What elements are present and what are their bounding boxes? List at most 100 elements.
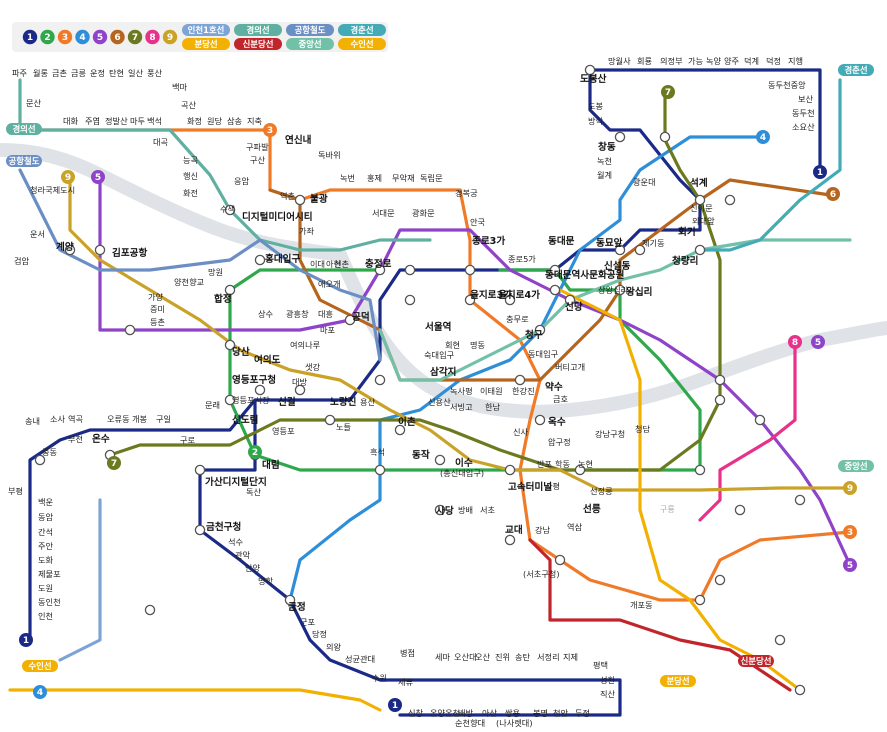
- station-label-geumcheon[interactable]: 금천구청: [206, 521, 241, 533]
- legend-line-badge[interactable]: 경춘선: [338, 24, 386, 36]
- station-label-wondang[interactable]: 원당: [207, 116, 223, 126]
- station-label-mapo[interactable]: 마포: [320, 325, 336, 335]
- station-label-geumreung[interactable]: 금릉: [71, 68, 87, 78]
- station-label-yongsan[interactable]: 용산: [360, 397, 376, 407]
- transfer-station-marker[interactable]: [549, 284, 561, 296]
- station-label-dongmyo[interactable]: 동묘앞: [596, 237, 623, 249]
- legend-line-badge[interactable]: 중앙선: [286, 38, 334, 50]
- station-label-ilsan[interactable]: 일산: [128, 68, 144, 78]
- station-label-euljiro4ga[interactable]: 을지로4가: [498, 289, 540, 301]
- station-label-geumho[interactable]: 금호: [553, 394, 569, 404]
- transfer-station-marker[interactable]: [434, 454, 446, 466]
- station-label-seryu[interactable]: 세류: [398, 677, 414, 687]
- station-label-dongam[interactable]: 동암: [38, 512, 54, 522]
- station-label-yeokgok[interactable]: 역곡: [68, 414, 84, 424]
- station-label-noryangjin[interactable]: 노량진: [330, 396, 357, 408]
- transfer-station-marker[interactable]: [714, 574, 726, 586]
- station-label-sinimun[interactable]: 신이문: [690, 203, 713, 213]
- transfer-station-marker[interactable]: [254, 384, 266, 396]
- station-label-baegun[interactable]: 백운: [38, 497, 54, 507]
- station-label-ichon[interactable]: 이촌: [398, 416, 416, 428]
- station-label-tanhyeon[interactable]: 탄현: [109, 68, 124, 78]
- station-label-gupabal[interactable]: 구파발: [246, 142, 269, 152]
- legend-line-3[interactable]: 3: [57, 29, 73, 45]
- station-label-yeouido[interactable]: 여의도: [254, 354, 281, 366]
- station-label-sangsu[interactable]: 상수: [258, 309, 274, 319]
- station-label-euljiro3ga[interactable]: 을지로3가: [470, 289, 512, 301]
- legend-line-1[interactable]: 1: [22, 29, 38, 45]
- legend-line-5[interactable]: 5: [92, 29, 108, 45]
- station-label-dmc[interactable]: 디지털미디어시티: [242, 211, 313, 223]
- station-label-seongkyunkwan[interactable]: 성균관대: [345, 654, 375, 664]
- station-label-myeonghak[interactable]: 명학: [258, 576, 274, 586]
- station-label-seodaemun[interactable]: 서대문: [372, 208, 395, 218]
- station-label-ssangyong[interactable]: 쌍용: [505, 708, 521, 718]
- transfer-station-marker[interactable]: [294, 194, 306, 206]
- station-label-bucheon[interactable]: 부천: [68, 434, 83, 444]
- station-label-hapjeong[interactable]: 합정: [214, 293, 232, 305]
- station-label-bongmyeong[interactable]: 봉명: [533, 708, 548, 718]
- station-label-jemulpo[interactable]: 제물포: [38, 569, 61, 579]
- station-label-deokjeong[interactable]: 덕정: [766, 56, 781, 66]
- station-label-mangwolsa[interactable]: 망월사: [608, 56, 631, 66]
- station-label-geomam[interactable]: 검암: [14, 256, 30, 266]
- station-label-noksapyeong[interactable]: 녹사평: [450, 386, 473, 396]
- transfer-station-marker[interactable]: [574, 464, 586, 476]
- transfer-station-marker[interactable]: [434, 504, 446, 516]
- station-label-jongno5ga[interactable]: 종로5가: [508, 254, 536, 264]
- station-label-deungchon[interactable]: 등촌: [150, 317, 166, 327]
- station-label-dujeong[interactable]: 두정: [575, 708, 590, 718]
- station-label-unjeong[interactable]: 운정: [90, 68, 105, 78]
- station-label-seoksu[interactable]: 석수: [228, 537, 244, 547]
- transfer-station-marker[interactable]: [694, 594, 706, 606]
- station-label-osan[interactable]: 오산: [475, 652, 491, 662]
- station-label-gaebong[interactable]: 개봉: [132, 414, 148, 424]
- station-label-ahyeon[interactable]: 아현: [326, 259, 341, 269]
- station-label-chungmuro[interactable]: 충무로: [506, 314, 529, 324]
- station-label-oedae[interactable]: 외대앞: [692, 216, 715, 226]
- station-label-sookmyung[interactable]: 숙대입구: [424, 350, 455, 360]
- transfer-station-marker[interactable]: [254, 254, 266, 266]
- station-label-banghak[interactable]: 방학: [588, 116, 604, 126]
- station-label-neunggok[interactable]: 능곡: [183, 155, 199, 165]
- transfer-station-marker[interactable]: [294, 384, 306, 396]
- station-label-gayang[interactable]: 가양: [148, 292, 164, 302]
- station-label-sosa[interactable]: 소사: [50, 414, 66, 424]
- station-label-bupyeong[interactable]: 부평: [8, 486, 23, 496]
- station-label-aeogae[interactable]: 애오개: [318, 279, 341, 289]
- station-label-sadang[interactable]: 사당: [436, 505, 454, 517]
- station-label-doksan[interactable]: 독산: [246, 487, 262, 497]
- station-label-sapyeong[interactable]: 사평: [545, 481, 560, 491]
- station-label-bosan[interactable]: 보산: [798, 94, 814, 104]
- station-label-dangsan[interactable]: 당산: [232, 346, 250, 358]
- station-label-yeokchon[interactable]: 역촌: [280, 191, 296, 201]
- transfer-station-marker[interactable]: [284, 594, 296, 606]
- station-label-munsan[interactable]: 문산: [26, 98, 42, 108]
- station-label-kwangwoon[interactable]: 광운대: [633, 177, 656, 187]
- transfer-station-marker[interactable]: [394, 424, 406, 436]
- station-label-sangwangsimni[interactable]: 상왕십리: [598, 285, 628, 295]
- station-label-yaksu[interactable]: 약수: [545, 381, 563, 393]
- station-label-guro[interactable]: 구로: [180, 435, 196, 445]
- station-label-gyodae[interactable]: 교대: [505, 524, 523, 536]
- station-label-seonghwan[interactable]: 성환: [600, 675, 616, 685]
- legend-line-badge[interactable]: 수인선: [338, 38, 386, 50]
- station-label-paju[interactable]: 파주: [12, 68, 28, 78]
- legend-line-badge[interactable]: 인천1호선: [182, 24, 230, 36]
- station-label-dongdaemun[interactable]: 동대문: [548, 235, 575, 247]
- station-label-jeongbalsan[interactable]: 정발산: [105, 116, 128, 126]
- station-label-jiksan[interactable]: 직산: [600, 689, 616, 699]
- station-label-cheongdam[interactable]: 청담: [635, 424, 651, 434]
- station-label-daerim[interactable]: 대림: [262, 459, 280, 471]
- station-label-anyang[interactable]: 안양: [245, 563, 261, 573]
- transfer-station-marker[interactable]: [724, 194, 736, 206]
- transfer-station-marker[interactable]: [194, 524, 206, 536]
- transfer-station-marker[interactable]: [614, 284, 626, 296]
- station-label-dongducheon_c[interactable]: 동두천중앙: [768, 80, 806, 90]
- station-label-gangnamgu[interactable]: 강남구청: [595, 429, 625, 439]
- station-label-geumjeong[interactable]: 금정: [288, 601, 306, 613]
- transfer-station-marker[interactable]: [794, 684, 806, 696]
- station-label-samgakji[interactable]: 삼각지: [430, 366, 456, 378]
- station-label-haengsin[interactable]: 행신: [183, 171, 198, 181]
- station-label-itaewon[interactable]: 이태원: [480, 386, 503, 396]
